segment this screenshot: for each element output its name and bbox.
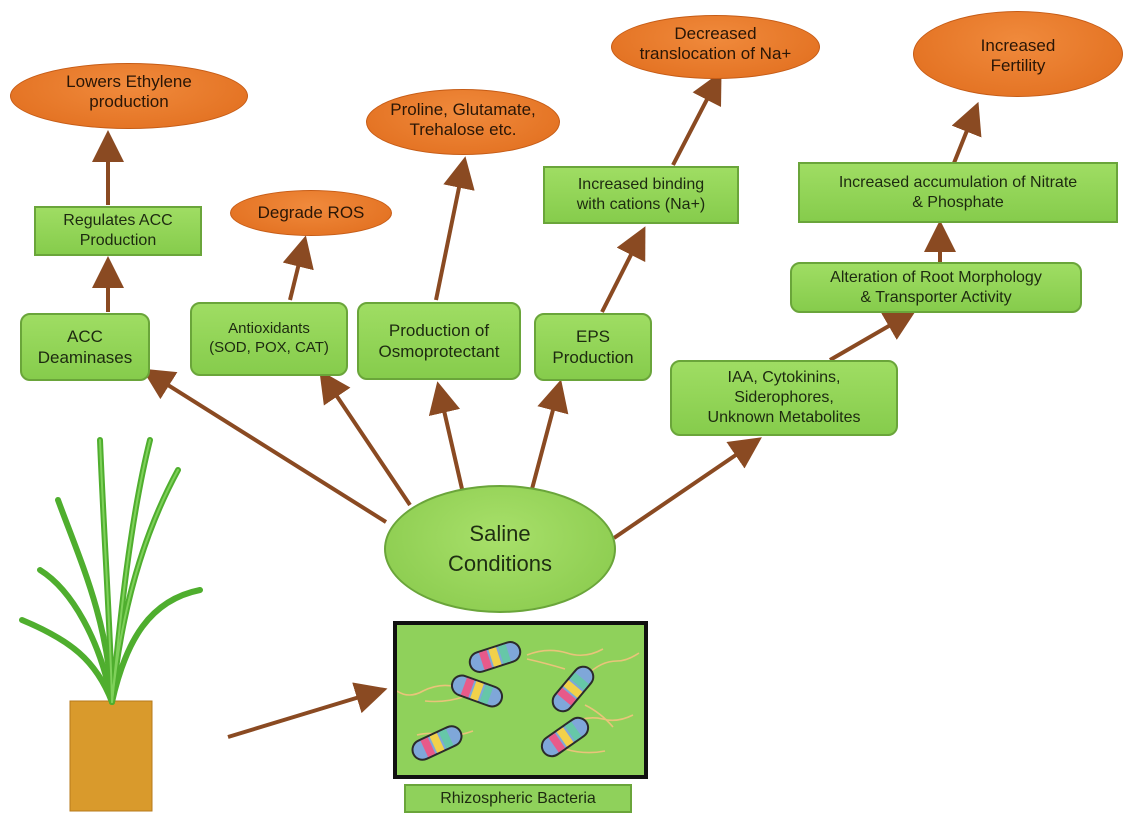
arrow-antioxidants-to-ros (282, 235, 314, 301)
osmoprotectant-node: Production of Osmoprotectant (357, 302, 521, 380)
rhizospheric-bacteria-label: Rhizospheric Bacteria (404, 784, 632, 813)
arrow-iaa-to-root (828, 309, 917, 362)
increased-fertility-node: Increased Fertility (913, 11, 1123, 97)
arrow-saline-to-eps (530, 379, 569, 490)
arrow-saline-to-antioxidants (319, 370, 412, 507)
bacteria-illustration (397, 625, 644, 775)
arrow-nitrate-to-fertility (951, 101, 982, 164)
arrow-saline-to-osmo (428, 381, 464, 490)
rhizospheric-bacteria-image (393, 621, 648, 779)
arrow-eps-to-binding (600, 226, 646, 313)
saline-conditions-node: Saline Conditions (384, 485, 616, 613)
arrow-binding-to-translocation (671, 71, 722, 166)
binding-cations-node: Increased binding with cations (Na+) (543, 166, 739, 224)
regulates-acc-node: Regulates ACC Production (34, 206, 202, 256)
iaa-cytokinins-node: IAA, Cytokinins, Siderophores, Unknown M… (670, 360, 898, 436)
arrow-plant-to-bacteria (227, 682, 388, 739)
lowers-ethylene-node: Lowers Ethylene production (10, 63, 248, 129)
antioxidants-node: Antioxidants (SOD, POX, CAT) (190, 302, 348, 376)
eps-production-node: EPS Production (534, 313, 652, 381)
decreased-translocation-node: Decreased translocation of Na+ (611, 15, 820, 79)
arrow-osmo-to-proline (434, 156, 475, 301)
nitrate-phosphate-node: Increased accumulation of Nitrate & Phos… (798, 162, 1118, 223)
proline-node: Proline, Glutamate, Trehalose etc. (366, 89, 560, 155)
arrow-saline-to-iaa (612, 437, 762, 540)
root-morphology-node: Alteration of Root Morphology & Transpor… (790, 262, 1082, 313)
degrade-ros-node: Degrade ROS (230, 190, 392, 236)
plant-illustration (19, 437, 203, 812)
arrow-saline-to-acc (141, 368, 388, 524)
acc-deaminases-node: ACC Deaminases (20, 313, 150, 381)
